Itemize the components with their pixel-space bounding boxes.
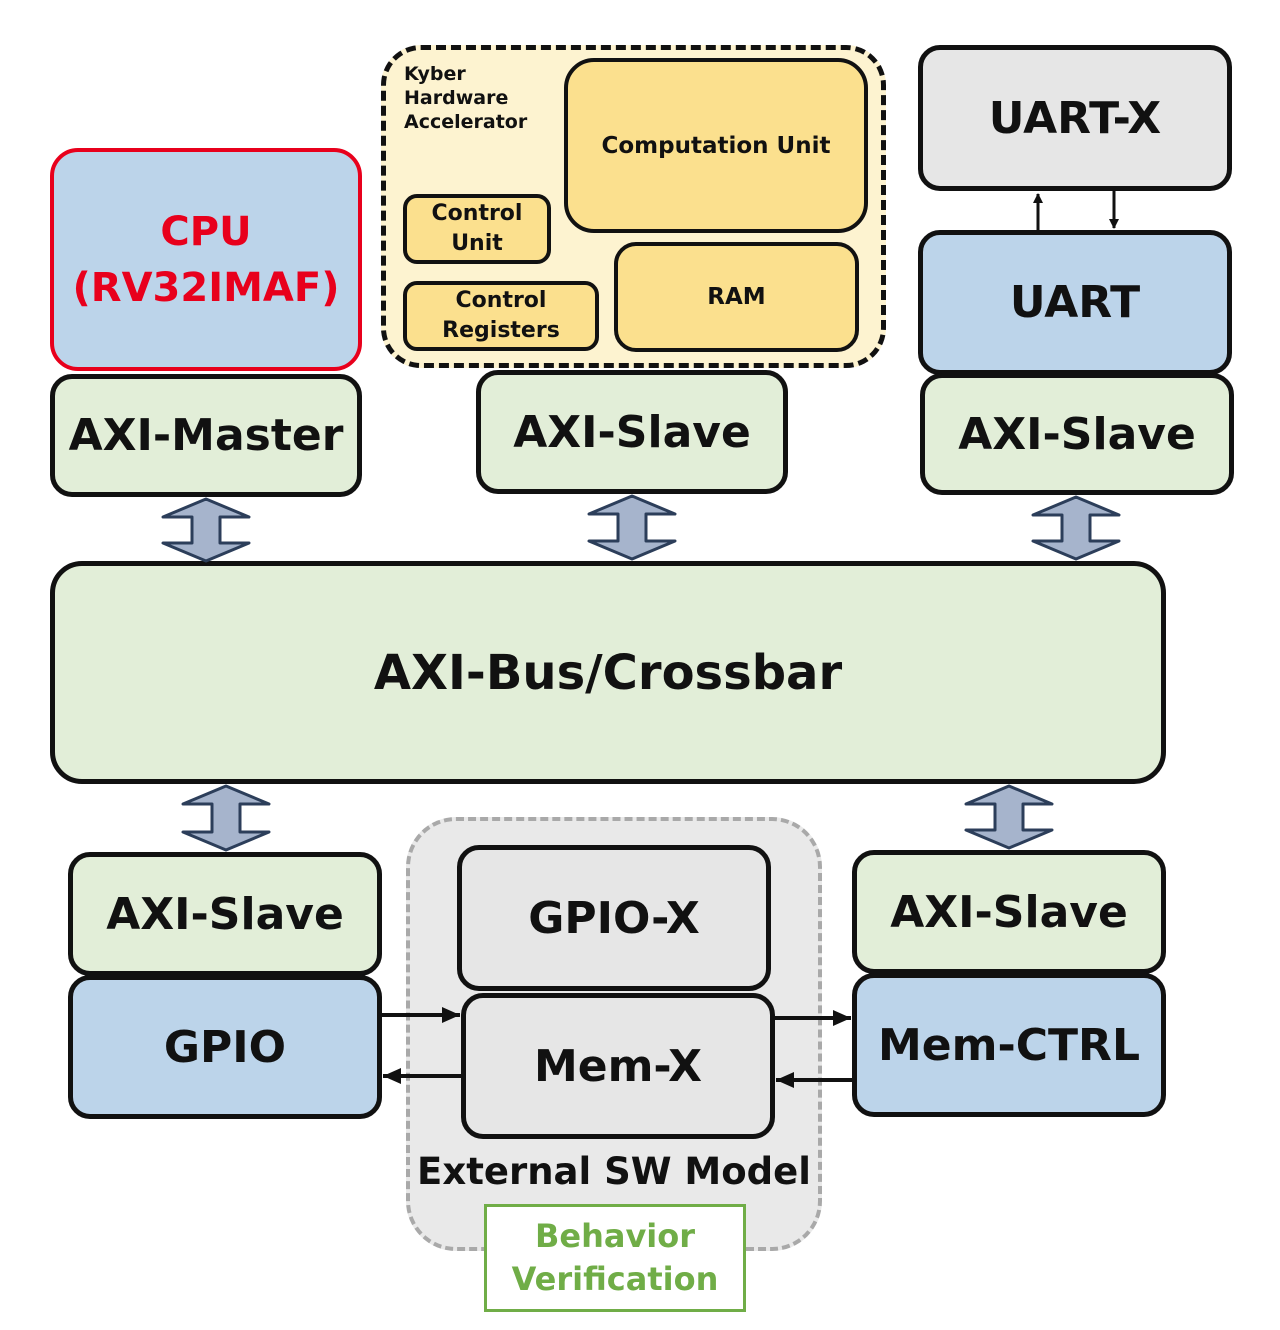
uart-label: UART <box>1009 277 1141 328</box>
gpio-x-label: GPIO-X <box>528 892 700 944</box>
axi-master-bus-double-arrow <box>161 497 251 563</box>
axi-master-label: AXI-Master <box>68 410 344 461</box>
axi-slave-mem-label: AXI-Slave <box>890 886 1128 938</box>
axi-slave-kyber-block: AXI-Slave <box>476 370 788 494</box>
axi-slave-mem-block: AXI-Slave <box>852 850 1166 974</box>
axi-slave-kyber-bus-double-arrow <box>587 494 677 561</box>
axi-slave-uart-label: AXI-Slave <box>958 408 1196 460</box>
control-unit-block: Control Unit <box>403 194 551 264</box>
mem-ctrl-label: Mem-CTRL <box>878 1019 1140 1071</box>
axi-bus-crossbar-block: AXI-Bus/Crossbar <box>50 561 1166 784</box>
axi-slave-uart-bus-double-arrow <box>1031 495 1121 561</box>
gpio-x-block: GPIO-X <box>457 845 771 991</box>
uart-block: UART <box>918 230 1232 375</box>
uart-x-block: UART-X <box>918 45 1232 191</box>
ram-label: RAM <box>707 284 766 310</box>
mem-ctrl-block: Mem-CTRL <box>852 973 1166 1117</box>
kyber-accelerator-title: Kyber Hardware Accelerator <box>404 63 528 133</box>
mem-x-block: Mem-X <box>461 993 775 1139</box>
axi-slave-gpio-block: AXI-Slave <box>68 852 382 976</box>
computation-unit-block: Computation Unit <box>564 58 868 233</box>
uart-x-label: UART-X <box>988 92 1162 144</box>
external-sw-model-title: External SW Model <box>417 1150 811 1193</box>
control-registers-label: Control Registers <box>442 288 560 343</box>
axi-bus-crossbar-label: AXI-Bus/Crossbar <box>373 644 843 701</box>
ram-block: RAM <box>614 242 859 352</box>
behavior-verification-box: Behavior Verification <box>484 1204 746 1312</box>
control-registers-block: Control Registers <box>403 281 599 351</box>
bus-axi-slave-gpio-double-arrow <box>181 784 271 852</box>
computation-unit-label: Computation Unit <box>601 132 831 159</box>
cpu-block: CPU (RV32IMAF) <box>50 148 362 371</box>
mem-x-label: Mem-X <box>533 1040 703 1092</box>
cpu-label: CPU (RV32IMAF) <box>72 208 340 311</box>
bus-axi-slave-mem-double-arrow <box>964 784 1054 850</box>
axi-slave-kyber-label: AXI-Slave <box>513 406 751 458</box>
axi-slave-uart-block: AXI-Slave <box>920 373 1234 495</box>
axi-slave-gpio-label: AXI-Slave <box>106 888 344 940</box>
axi-master-block: AXI-Master <box>50 374 362 497</box>
control-unit-label: Control Unit <box>431 201 523 256</box>
behavior-verification-label: Behavior Verification <box>511 1217 719 1298</box>
gpio-label: GPIO <box>163 1021 287 1073</box>
gpio-block: GPIO <box>68 975 382 1119</box>
